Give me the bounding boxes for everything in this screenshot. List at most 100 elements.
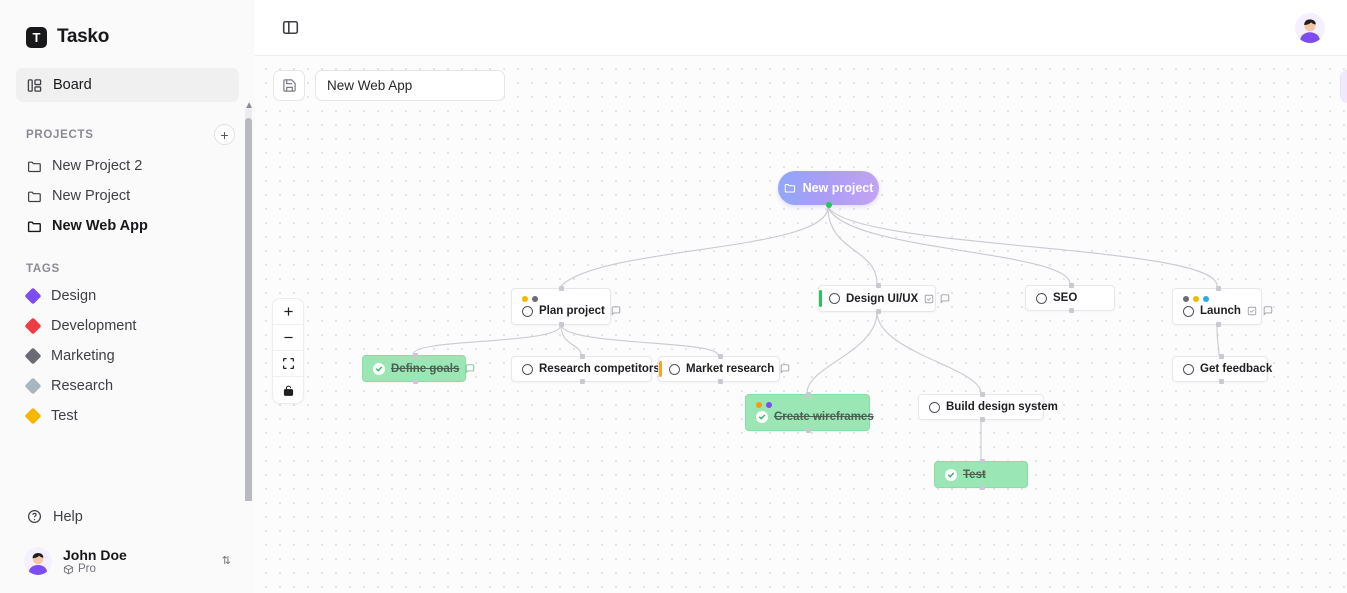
node-handle[interactable] bbox=[980, 459, 985, 464]
node-handle[interactable] bbox=[718, 379, 723, 384]
node-checkbox[interactable] bbox=[1183, 363, 1194, 375]
node-handle[interactable] bbox=[1069, 283, 1074, 288]
zoom-out-button[interactable] bbox=[273, 325, 303, 351]
checklist-icon[interactable] bbox=[1247, 306, 1257, 316]
sidebar-tag-label: Marketing bbox=[51, 348, 115, 364]
sidebar-scrollbar-thumb[interactable] bbox=[245, 118, 252, 501]
node-handle[interactable] bbox=[980, 485, 985, 490]
node-checkbox[interactable] bbox=[1036, 292, 1047, 304]
fit-view-button[interactable] bbox=[273, 351, 303, 377]
comment-icon[interactable] bbox=[611, 306, 621, 316]
comment-icon[interactable] bbox=[465, 363, 475, 374]
lock-button[interactable] bbox=[273, 377, 303, 403]
user-profile-row[interactable]: John Doe Pro ⇅ bbox=[16, 543, 239, 579]
node-handle[interactable] bbox=[1069, 308, 1074, 313]
comment-icon[interactable] bbox=[780, 364, 790, 374]
node-handle[interactable] bbox=[806, 392, 811, 397]
flow-node-label: SEO bbox=[1053, 292, 1078, 304]
node-handle[interactable] bbox=[1216, 286, 1221, 291]
tag-color-swatch bbox=[24, 317, 42, 335]
chevron-up-down-icon[interactable]: ⇅ bbox=[221, 555, 231, 568]
node-checkbox[interactable] bbox=[522, 305, 533, 317]
flow-node-test[interactable]: Test bbox=[934, 459, 1028, 490]
sidebar-tag-test[interactable]: Test bbox=[16, 401, 239, 431]
flow-node-get-feedback[interactable]: Get feedback bbox=[1172, 354, 1272, 384]
flow-node-define-goals[interactable]: Define goals bbox=[362, 353, 475, 384]
flow-node-seo[interactable]: SEO bbox=[1025, 283, 1115, 313]
node-handle[interactable] bbox=[580, 379, 585, 384]
help-circle-icon bbox=[27, 509, 42, 524]
topbar bbox=[255, 0, 1347, 56]
zoom-controls bbox=[272, 298, 304, 404]
flow-node-research-competitors[interactable]: Research competitors bbox=[511, 354, 660, 384]
package-icon bbox=[63, 564, 74, 575]
flow-node-create-wireframes[interactable]: Create wireframes bbox=[745, 392, 874, 433]
zoom-in-button[interactable] bbox=[273, 299, 303, 325]
node-handle[interactable] bbox=[413, 379, 418, 384]
folder-icon bbox=[27, 189, 42, 204]
sidebar-item-board[interactable]: Board bbox=[16, 68, 239, 102]
project-title-input[interactable] bbox=[315, 70, 505, 101]
flow-node-new-project[interactable]: New project bbox=[778, 171, 879, 208]
node-handle[interactable] bbox=[1219, 379, 1224, 384]
node-handle[interactable] bbox=[413, 353, 418, 358]
node-checkbox[interactable] bbox=[669, 363, 680, 375]
sidebar-tag-marketing[interactable]: Marketing bbox=[16, 341, 239, 371]
node-handle[interactable] bbox=[559, 286, 564, 291]
tree-view-button[interactable] bbox=[1341, 71, 1347, 102]
sidebar-item-help[interactable]: Help bbox=[16, 501, 239, 533]
flow-node-label: Build design system bbox=[946, 401, 1058, 413]
node-handle[interactable] bbox=[876, 283, 881, 288]
toggle-sidebar-icon[interactable] bbox=[277, 15, 303, 41]
node-handle[interactable] bbox=[718, 354, 723, 359]
node-handle[interactable] bbox=[580, 354, 585, 359]
checklist-icon[interactable] bbox=[924, 294, 934, 304]
node-handle[interactable] bbox=[806, 428, 811, 433]
flow-node-market-research[interactable]: Market research bbox=[658, 354, 790, 384]
comment-icon[interactable] bbox=[1263, 306, 1273, 316]
add-project-button[interactable]: + bbox=[214, 124, 235, 145]
save-button[interactable] bbox=[273, 70, 305, 101]
flow-node-launch[interactable]: Launch bbox=[1172, 286, 1273, 327]
sidebar-project-new-project[interactable]: New Project bbox=[16, 181, 239, 211]
sidebar-tag-design[interactable]: Design bbox=[16, 281, 239, 311]
flow-node-design-ui-ux[interactable]: Design UI/UX bbox=[818, 283, 950, 314]
tag-dot bbox=[1193, 296, 1199, 302]
node-checkbox[interactable] bbox=[1183, 305, 1194, 317]
scroll-up-arrow[interactable]: ▲ bbox=[244, 100, 254, 111]
node-checkbox[interactable] bbox=[929, 401, 940, 413]
node-handle[interactable] bbox=[1216, 322, 1221, 327]
flow-canvas[interactable]: New project Plan project bbox=[255, 56, 1347, 593]
sidebar-tag-development[interactable]: Development bbox=[16, 311, 239, 341]
node-handle[interactable] bbox=[826, 202, 832, 208]
node-handle[interactable] bbox=[980, 417, 985, 422]
flow-node-label: Market research bbox=[686, 363, 775, 375]
sidebar-project-new-project-2[interactable]: New Project 2 bbox=[16, 151, 239, 181]
sidebar-tag-label: Research bbox=[51, 378, 114, 394]
node-handle[interactable] bbox=[876, 309, 881, 314]
flow-node-label: Define goals bbox=[391, 362, 460, 375]
node-handle[interactable] bbox=[980, 392, 985, 397]
node-checkbox-completed[interactable] bbox=[756, 411, 768, 423]
node-handle[interactable] bbox=[1219, 354, 1224, 359]
node-checkbox-completed[interactable] bbox=[945, 468, 957, 481]
flow-node-build-design-system[interactable]: Build design system bbox=[918, 392, 1058, 422]
comment-icon[interactable] bbox=[940, 293, 950, 304]
sidebar-project-label: New Project bbox=[52, 188, 131, 204]
sidebar-project-label: New Project 2 bbox=[52, 158, 143, 174]
node-handle[interactable] bbox=[559, 322, 564, 327]
sidebar-project-new-web-app[interactable]: New Web App bbox=[16, 211, 239, 241]
avatar[interactable] bbox=[1295, 12, 1325, 43]
projects-section-title: PROJECTS bbox=[26, 128, 94, 141]
flow-node-plan-project[interactable]: Plan project bbox=[511, 286, 621, 327]
node-checkbox[interactable] bbox=[522, 363, 533, 375]
brand: T Tasko bbox=[0, 0, 255, 56]
sidebar-tag-label: Design bbox=[51, 288, 97, 304]
sidebar-tag-research[interactable]: Research bbox=[16, 371, 239, 401]
node-checkbox[interactable] bbox=[829, 293, 840, 304]
tag-dot bbox=[1203, 296, 1209, 302]
node-tag-dots bbox=[1183, 296, 1251, 302]
node-tag-dots bbox=[522, 296, 600, 302]
node-checkbox-completed[interactable] bbox=[373, 362, 385, 375]
tag-color-swatch bbox=[24, 287, 42, 305]
